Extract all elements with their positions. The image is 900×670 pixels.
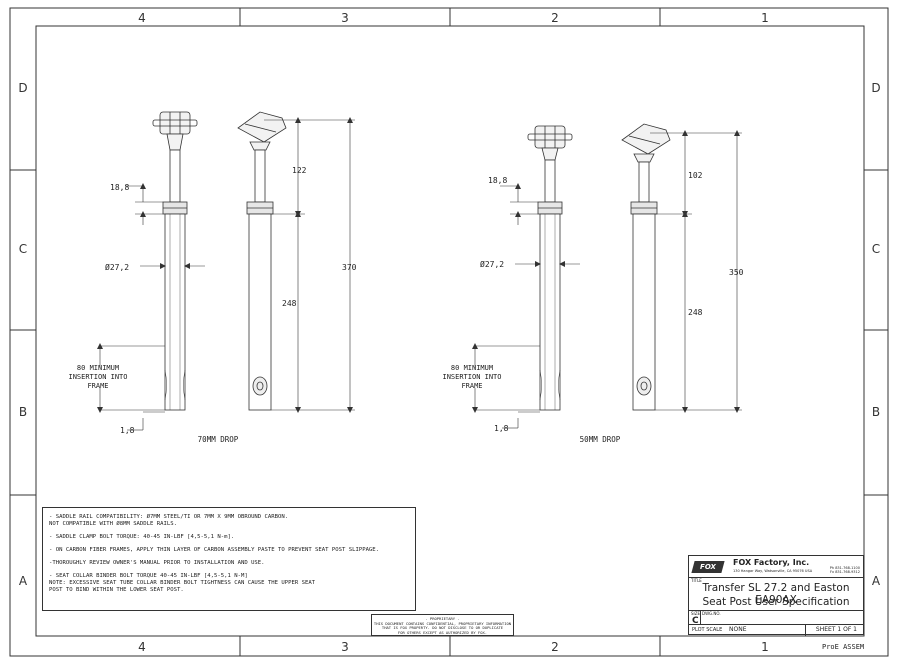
zone-row-right-d: D [871,81,880,95]
dim-overall-length-50: 350 [729,268,744,277]
dim-upper-length-50: 102 [688,171,703,180]
dims-70 [97,117,355,431]
insertion-label-line1-70: 80 MINIMUM [77,364,119,372]
note-clamp-torque: - SADDLE CLAMP BOLT TORQUE: 40-45 IN-LBF… [49,534,235,540]
zone-labels: 4 3 2 1 4 3 2 1 D C B A D C B A [18,11,881,654]
plot-scale-value: NONE [729,626,747,633]
dim-lower-length-70: 248 [282,299,297,308]
company-phone: Ph 831-768-1100 [829,566,860,570]
view-70mm-drop [97,111,355,431]
note-owners-manual: -THOROUGHLY REVIEW OWNER'S MANUAL PRIOR … [49,560,265,566]
note-saddle-rail: - SADDLE RAIL COMPATIBILITY: Ø7MM STEEL/… [49,514,289,527]
proe-assem-note: ProE ASSEM [822,643,865,651]
dim-clamp-width-70: 18,8 [110,183,129,192]
dim-overall-length-70: 370 [342,263,357,272]
seatpost-side-70 [237,111,287,411]
insertion-label-line2-50: INSERTION INTO [442,373,501,381]
dim-diameter-70: Ø27,2 [105,262,129,272]
view-50mm-drop [472,123,742,429]
dwg-no-label: DWG.NO. [702,611,721,616]
seatpost-side-50 [621,123,671,411]
zone-row-left-c: C [19,242,27,256]
zone-col-bottom-2: 3 [341,640,349,654]
zone-row-left-a: A [19,574,28,588]
note-carbon-paste: - ON CARBON FIBER FRAMES, APPLY THIN LAY… [49,547,380,553]
insertion-label-line2-70: INSERTION INTO [68,373,127,381]
note-collar-torque: - SEAT COLLAR BINDER BOLT TORQUE 40-45 I… [49,573,316,593]
zone-row-left-d: D [18,81,27,95]
title-block: FOX FOX Factory, Inc. 130 Hangar Way, Wa… [688,555,864,636]
insertion-label-line1-50: 80 MINIMUM [451,364,493,372]
plot-scale-label: PLOT SCALE [692,627,723,633]
sheet-number: SHEET 1 OF 1 [815,626,857,633]
size-value: C [692,616,699,626]
zone-col-top-4: 1 [761,11,769,25]
caption-70mm-drop: 70MM DROP [198,435,239,444]
dim-clamp-width-50: 18,8 [488,176,507,185]
zone-row-left-b: B [19,405,27,419]
zone-row-right-a: A [872,574,881,588]
zone-row-right-c: C [872,242,880,256]
company-fax: Fx 831-768-9312 [830,570,860,574]
drawing-title-line1: Transfer SL 27.2 and Easton EA90AX [702,582,850,606]
labels-70: 18,8 Ø27,2 122 248 370 80 MINIMUM INSERT… [68,166,356,444]
general-notes: - SADDLE RAIL COMPATIBILITY: Ø7MM STEEL/… [42,507,416,611]
seatpost-front-70 [152,111,198,411]
fox-logo-text: FOX [700,563,716,571]
drawing-title-line2: Seat Post User Specification [702,596,850,608]
zone-col-bottom-3: 2 [551,640,559,654]
dims-50 [472,130,742,429]
seatpost-front-50 [527,125,573,411]
dim-lower-length-50: 248 [688,308,703,317]
proprietary-notice: - PROPRIETARY - THIS DOCUMENT CONTAINS C… [371,614,514,636]
proprietary-line2: THIS DOCUMENT CONTAINS CONFIDENTIAL, PRO… [373,620,512,626]
labels-50: 18,8 Ø27,2 102 248 350 80 MINIMUM INSERT… [442,171,743,444]
zone-col-top-2: 3 [341,11,349,25]
sheet-frame [9,7,889,657]
insertion-label-line3-70: FRAME [87,382,108,390]
company-name: FOX Factory, Inc. [733,558,810,567]
dim-diameter-50: Ø27,2 [480,259,504,269]
insertion-label-line3-50: FRAME [461,382,482,390]
dim-upper-length-70: 122 [292,166,307,175]
size-label: SIZE [691,611,700,616]
zone-col-bottom-4: 1 [761,640,769,654]
zone-row-right-b: B [872,405,880,419]
title-label: TITLE [691,578,702,583]
fox-logo: FOX [691,561,725,573]
dim-bottom-50: 1,8 [494,424,509,433]
proprietary-line4: FOR OTHERS EXCEPT AS AUTHORIZED BY FOX. [397,629,488,635]
zone-col-top-1: 4 [138,11,146,25]
company-phone-fax: Ph 831-768-1100 Fx 831-768-9312 [830,566,860,574]
zone-col-top-3: 2 [551,11,559,25]
dim-bottom-70: 1,8 [120,426,135,435]
zone-col-bottom-1: 4 [138,640,146,654]
proprietary-line1: - PROPRIETARY - [425,616,460,621]
company-address: 130 Hangar Way, Watsonville, CA 95076 US… [733,569,813,573]
caption-50mm-drop: 50MM DROP [580,435,621,444]
proprietary-line3: THAT IS FOX PROPERTY. DO NOT DISCLOSE TO… [381,625,504,631]
